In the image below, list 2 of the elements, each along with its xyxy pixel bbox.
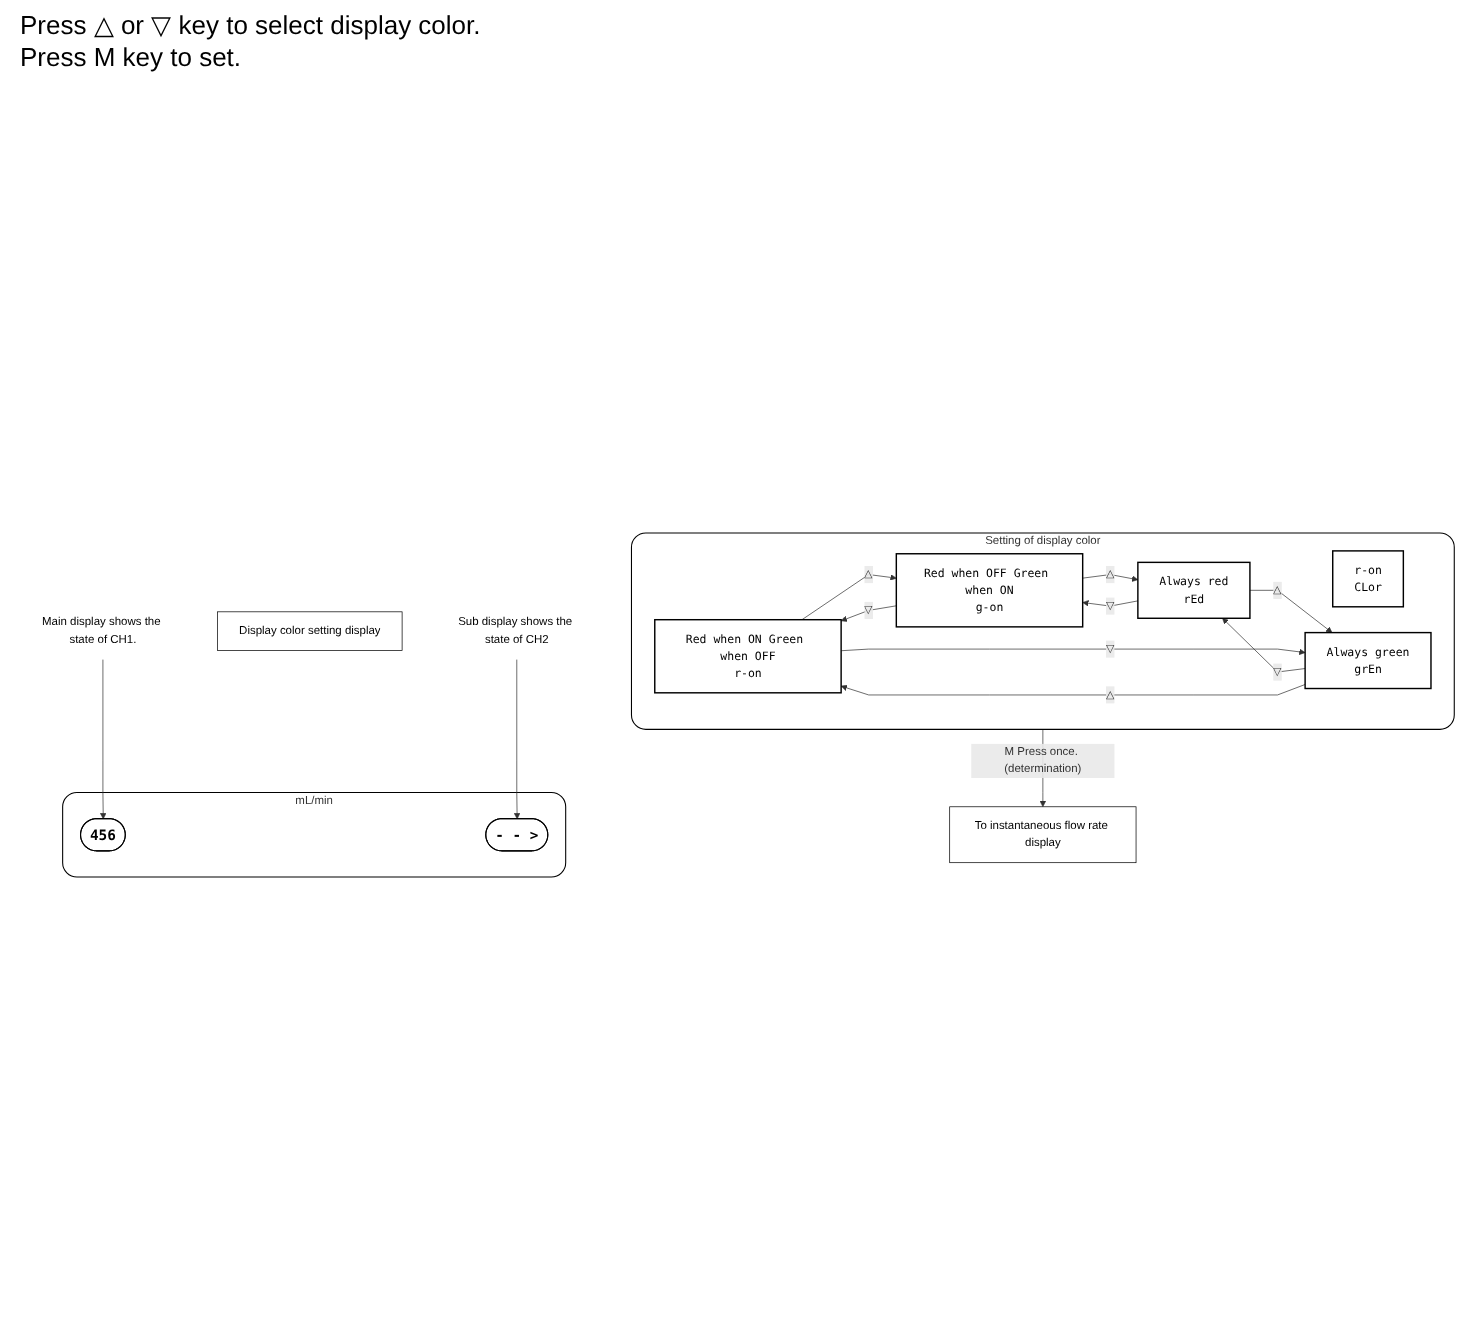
instruction-note: Press M key to set. [20, 42, 244, 72]
instruction-note: Press △ or ▽ key to select display color. [20, 10, 483, 40]
